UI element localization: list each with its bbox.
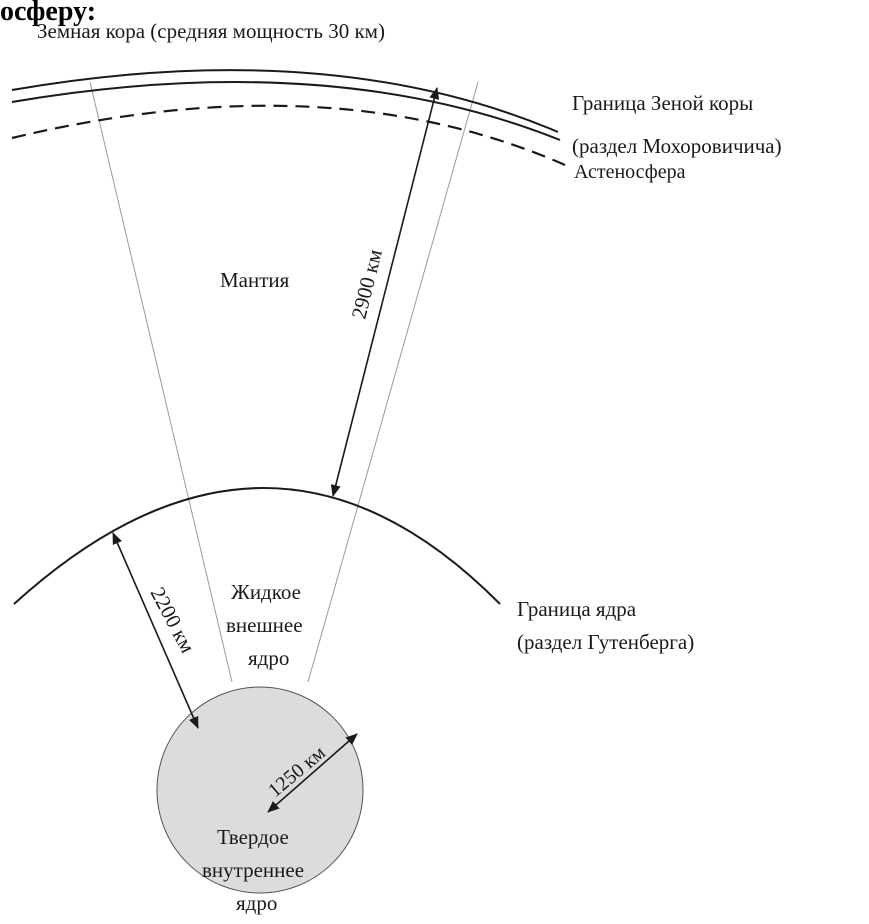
crust-outer-arc [11,69,559,133]
inner-core-label-line2: внутреннее [202,858,304,882]
heading-fragment: осферу: [0,0,96,27]
mantle-thickness-arrow [330,87,440,497]
sector-guide-left [89,81,233,683]
asthenosphere-label: Астеносфера [574,161,686,183]
mantle-label: Мантия [220,268,290,292]
core-boundary-arc [13,487,501,605]
crust-boundary-label-line2: (раздел Мохоровичича) [572,134,782,158]
outer-core-thickness-arrow [112,532,199,729]
outer-core-label-line3: ядро [248,646,289,670]
core-boundary-label-line2: (раздел Гутенберга) [517,630,694,654]
asthenosphere-dashed-arc [11,104,566,167]
inner-core-label-line1: Твердое [217,825,289,849]
crust-label: Земная кора (средняя мощность 30 км) [37,19,385,43]
outer-core-label-line2: внешнее [226,613,303,637]
core-boundary-label-line1: Граница ядра [517,597,637,621]
outer-core-label-line1: Жидкое [231,580,301,604]
inner-core-label-line3: ядро [236,891,277,915]
crust-boundary-label-line1: Граница Зеной коры [572,91,753,115]
crust-boundary-arc [11,81,561,141]
inner-core-radius-arrow [267,733,358,813]
sector-guide-right [307,81,479,683]
outer-core-thickness-label: 2200 км [146,583,200,657]
